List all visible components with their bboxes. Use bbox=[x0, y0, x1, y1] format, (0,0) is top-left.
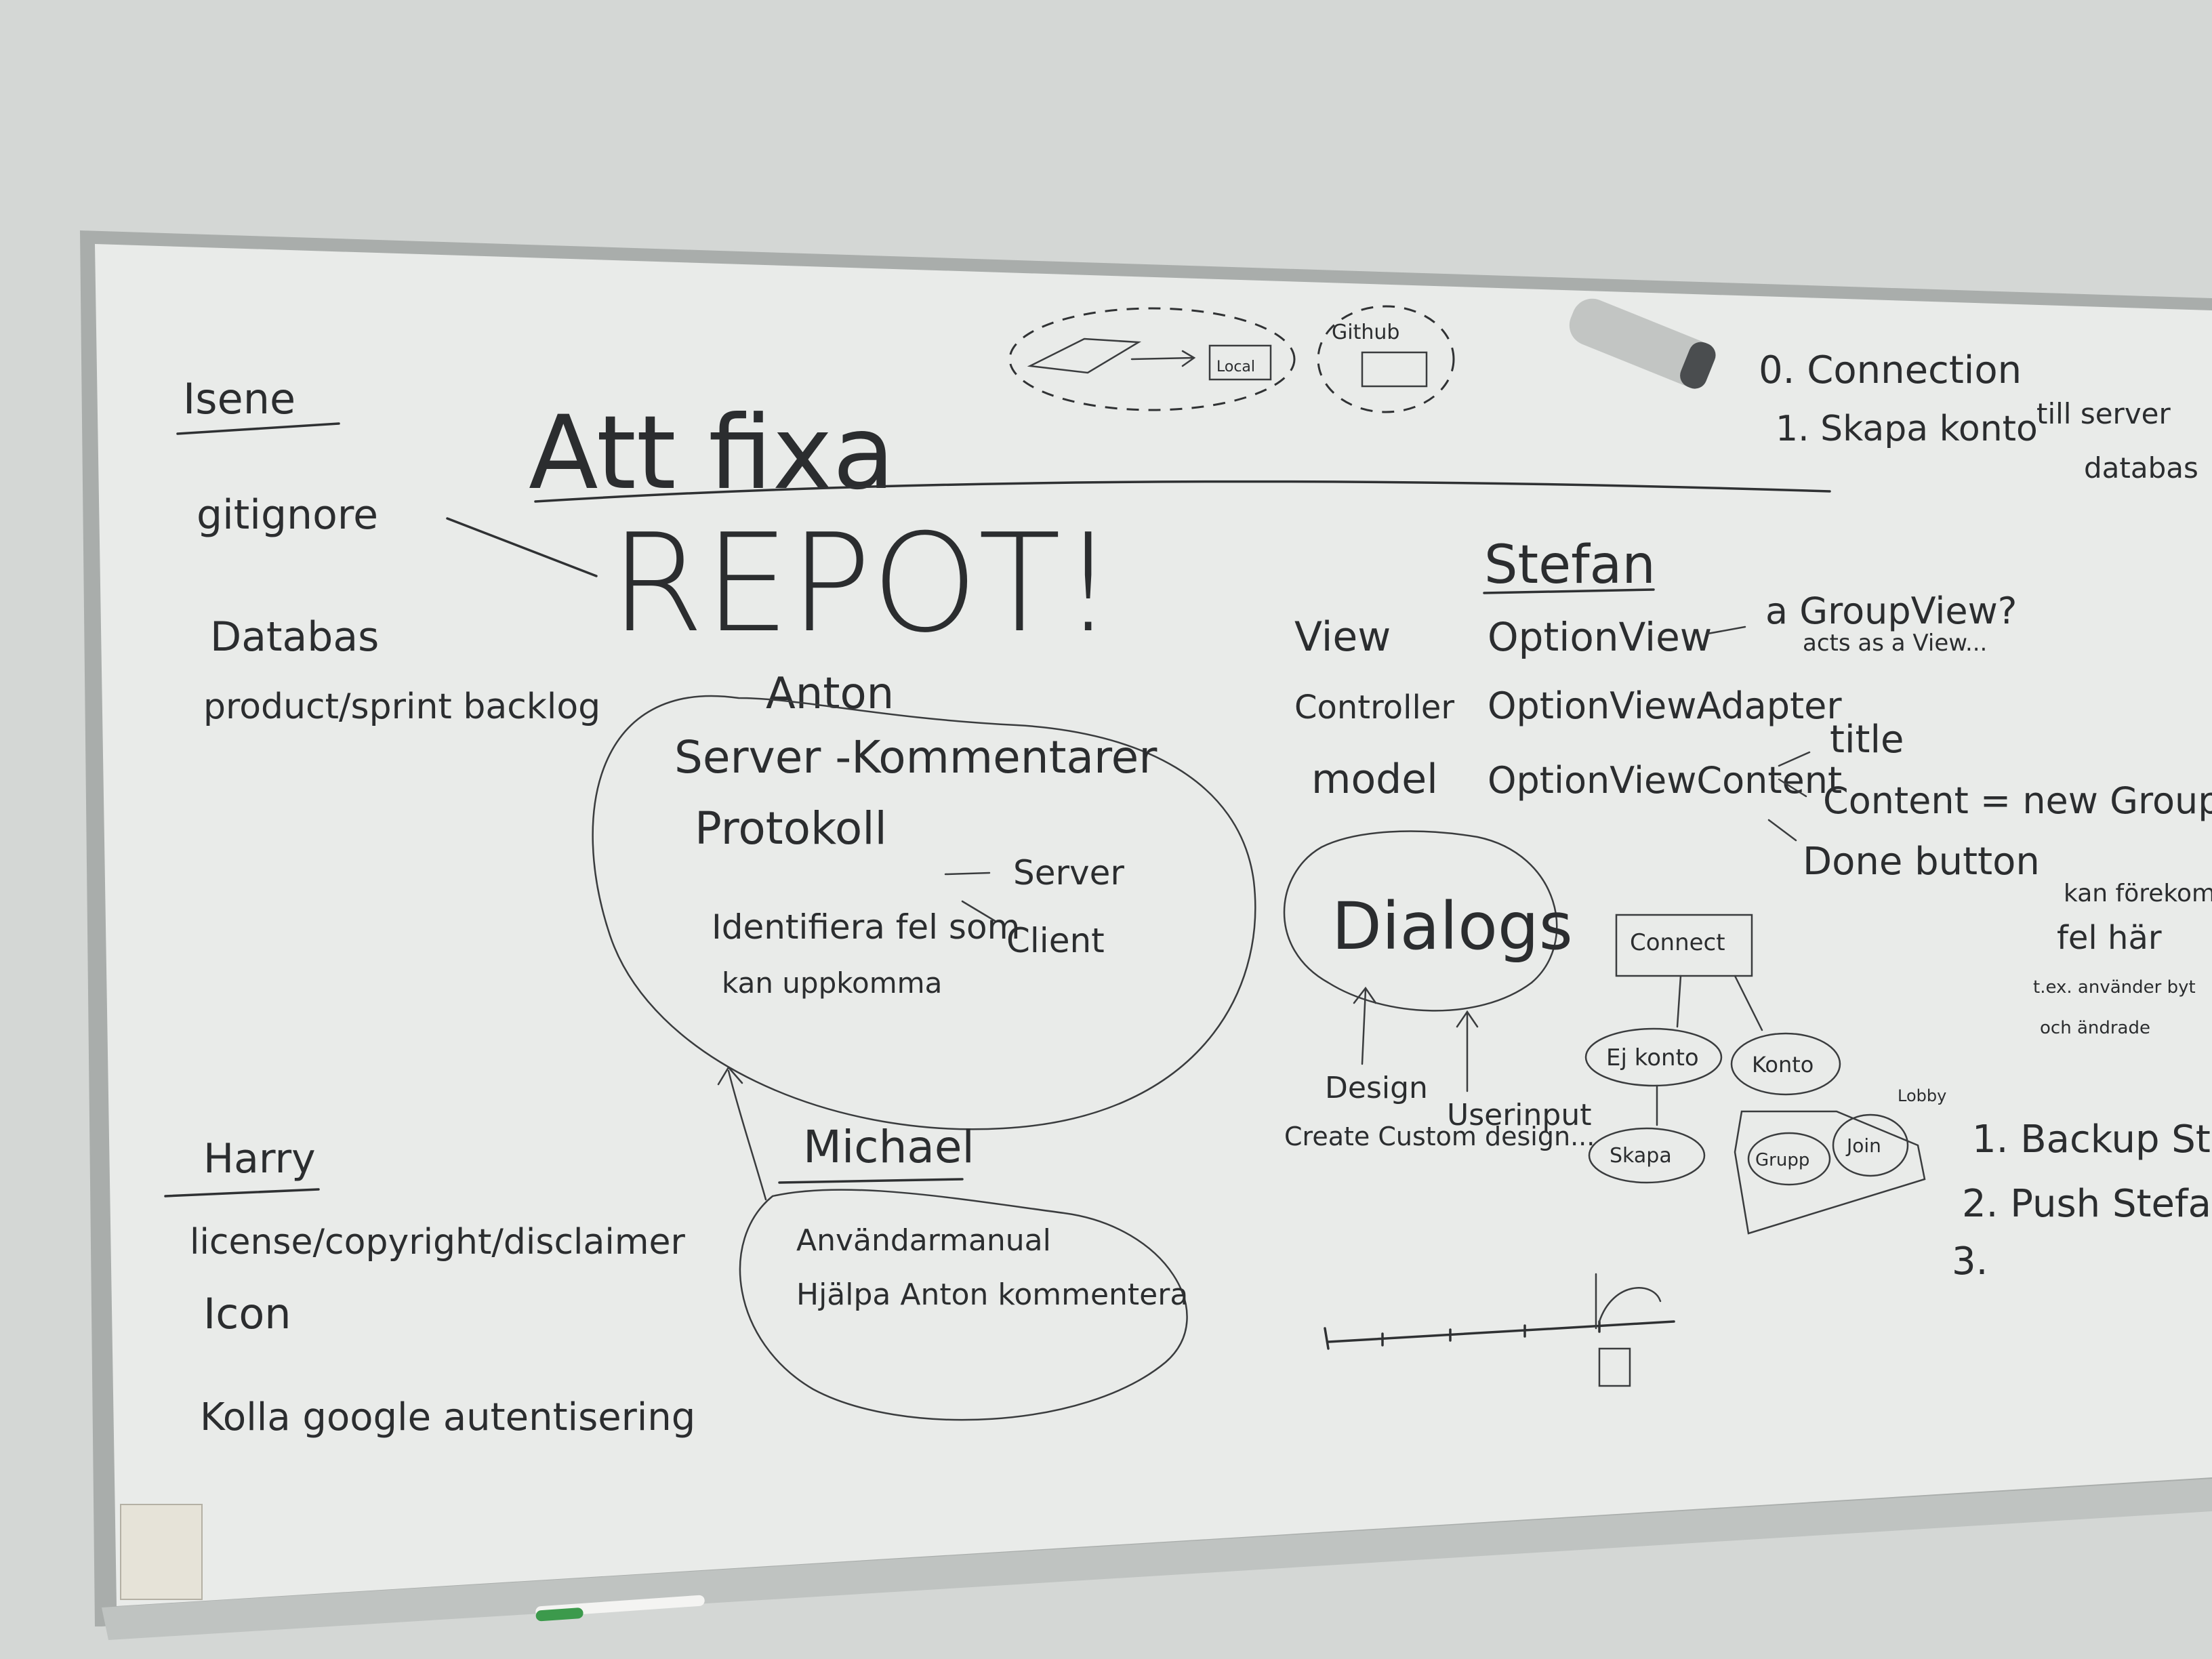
anton-line-server-sub: Server bbox=[1013, 853, 1124, 893]
design-arrow bbox=[1353, 986, 1377, 1065]
tree-root-edges bbox=[1676, 975, 1763, 1031]
tree-left-child-label: Skapa bbox=[1610, 1144, 1672, 1168]
stefan-name: Stefan bbox=[1484, 535, 1656, 596]
dialogs-design: Design bbox=[1325, 1071, 1428, 1105]
harry-underline bbox=[164, 1188, 320, 1197]
dialogs-label: Dialogs bbox=[1332, 888, 1573, 964]
laptop-icon bbox=[1027, 337, 1142, 374]
mvc-model: model bbox=[1311, 756, 1438, 803]
eraser bbox=[1569, 298, 1716, 389]
class-optionview: OptionView bbox=[1488, 614, 1712, 660]
tree-root-box bbox=[1615, 914, 1753, 977]
optionview-dash bbox=[1706, 626, 1746, 635]
github-label: Github bbox=[1332, 321, 1399, 344]
tree-left-child-node bbox=[1588, 1127, 1706, 1184]
left-item-backlog: product/sprint backlog bbox=[203, 687, 600, 727]
right-list-item-3: 3. bbox=[1952, 1240, 1988, 1284]
harry-item-license: license/copyright/disclaimer bbox=[190, 1222, 685, 1263]
dialogs-create-custom: Create Custom design... bbox=[1284, 1122, 1595, 1151]
tree-lobby-label: Lobby bbox=[1898, 1086, 1946, 1105]
arrow-icon bbox=[1130, 350, 1196, 367]
marker-cap bbox=[535, 1607, 583, 1622]
anton-line-uppkomma: kan uppkomma bbox=[722, 966, 942, 1000]
right-top-till-server: till server bbox=[2036, 397, 2171, 430]
mvc-controller: Controller bbox=[1294, 689, 1454, 726]
title-repo: REPOT! bbox=[610, 505, 1115, 663]
tree-grupp-label: Grupp bbox=[1755, 1150, 1809, 1170]
tree-join-node bbox=[1832, 1113, 1909, 1177]
tree-join-label: Join bbox=[1845, 1134, 1881, 1157]
anton-blob-outline bbox=[592, 695, 1256, 1130]
isene-header: Isene bbox=[183, 374, 295, 424]
right-top-skapa-konto: 1. Skapa konto bbox=[1776, 409, 2038, 449]
harry-item-google: Kolla google autentisering bbox=[200, 1395, 695, 1439]
acts-as-note: acts as a View... bbox=[1803, 630, 1987, 657]
michael-underline bbox=[778, 1178, 964, 1184]
userinput-arrow bbox=[1456, 1010, 1479, 1092]
anton-line-identifiera: Identifiera fel som bbox=[712, 907, 1020, 947]
left-item-gitignore: gitignore bbox=[197, 491, 378, 539]
michael-line-hjalpa: Hjälpa Anton kommentera bbox=[796, 1277, 1188, 1312]
tree-grupp-node bbox=[1747, 1132, 1831, 1186]
board-surface bbox=[95, 244, 2212, 1606]
mvc-view: View bbox=[1294, 613, 1391, 661]
title-att-fixa: Att fixa bbox=[529, 394, 895, 512]
tree-root-label: Connect bbox=[1630, 929, 1725, 956]
class-optionviewadapter: OptionViewAdapter bbox=[1488, 684, 1842, 727]
tree-right-node bbox=[1730, 1032, 1841, 1096]
anton-line-client: Client bbox=[1006, 921, 1105, 960]
right-note-line-3: t.ex. använder byt bbox=[2033, 977, 2196, 998]
right-note-line-4: och ändrade bbox=[2040, 1018, 2150, 1038]
right-list-item-2: 2. Push Stefan bbox=[1962, 1182, 2212, 1226]
timeline-box-icon bbox=[1598, 1347, 1631, 1387]
isene-underline bbox=[176, 422, 340, 435]
lobby-box bbox=[1734, 1110, 1926, 1235]
content-title: title bbox=[1830, 718, 1904, 762]
gitignore-connector bbox=[446, 517, 598, 577]
michael-to-anton-arrow bbox=[717, 1065, 767, 1201]
protokoll-branch-lines bbox=[944, 872, 998, 923]
marker-tray bbox=[102, 1479, 2212, 1640]
harry-item-icon: Icon bbox=[203, 1289, 291, 1338]
timeline-sketch bbox=[1324, 1320, 1675, 1350]
content-done-button: Done button bbox=[1803, 840, 2040, 884]
local-group-outline bbox=[1008, 307, 1296, 411]
title-underline bbox=[534, 480, 1831, 503]
michael-blob-outline bbox=[739, 1189, 1188, 1421]
class-optionviewcontent: OptionViewContent bbox=[1488, 759, 1842, 802]
left-item-databas: Databas bbox=[210, 613, 379, 661]
tree-left-label: Ej konto bbox=[1606, 1044, 1699, 1071]
github-group-outline bbox=[1317, 305, 1455, 413]
michael-name: Michael bbox=[803, 1121, 975, 1173]
server-icon bbox=[1361, 351, 1428, 388]
right-note-line-1: kan förekomma bbox=[2064, 880, 2212, 907]
anton-line-protokoll: Protokoll bbox=[695, 802, 887, 855]
right-note-line-2: fel här bbox=[2057, 919, 2162, 957]
stefan-underline bbox=[1483, 588, 1655, 594]
right-top-databas: databas bbox=[2084, 451, 2198, 485]
tree-right-label: Konto bbox=[1752, 1052, 1814, 1078]
local-label: Local bbox=[1216, 359, 1255, 375]
dialogs-userinput: Userinput bbox=[1447, 1098, 1591, 1132]
dialogs-blob-outline bbox=[1283, 830, 1558, 1012]
timeline-figure bbox=[1595, 1273, 1662, 1330]
anton-name: Anton bbox=[766, 669, 894, 719]
content-groupview: Content = new GroupView bbox=[1823, 779, 2212, 822]
database-icon bbox=[1208, 344, 1272, 381]
tree-left-node bbox=[1584, 1027, 1723, 1087]
michael-line-manual: Användarmanual bbox=[796, 1223, 1051, 1258]
board-sticker bbox=[120, 1504, 203, 1600]
harry-name: Harry bbox=[203, 1135, 316, 1183]
right-list-item-1: 1. Backup Stefan bbox=[1972, 1118, 2212, 1162]
anton-line-server: Server -Kommentarer bbox=[674, 731, 1158, 783]
right-top-connection: 0. Connection bbox=[1759, 348, 2022, 392]
content-branch-lines bbox=[1767, 751, 1811, 842]
group-view-note: a GroupView? bbox=[1765, 590, 2017, 632]
